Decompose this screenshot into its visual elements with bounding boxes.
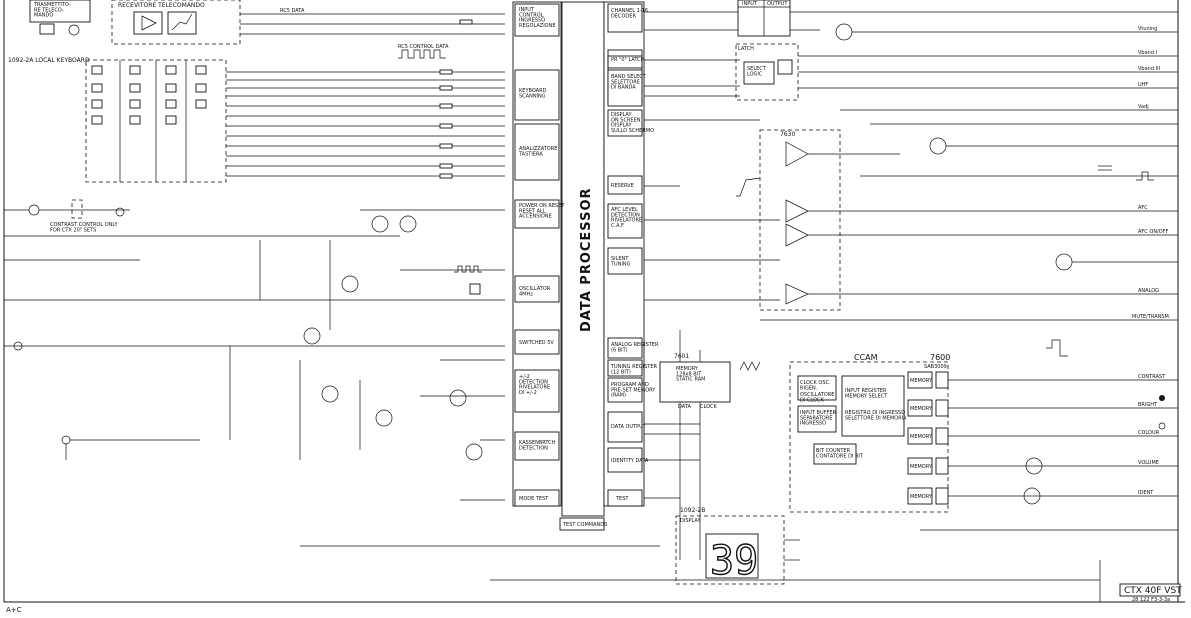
svg-text:OUTPUT: OUTPUT — [767, 1, 788, 7]
processor-output-wires — [644, 11, 1178, 499]
switch-kassenbruch — [61, 435, 200, 460]
svg-text:DATA: DATA — [678, 404, 691, 410]
svg-text:RECEVITORE TELECOMANDO: RECEVITORE TELECOMANDO — [118, 2, 205, 9]
svg-text:7630: 7630 — [780, 131, 795, 138]
right-signal-labels: Vtuning Vband I Vband III UHF Vadj AFC A… — [1132, 26, 1171, 496]
svg-text:CLOCK: CLOCK — [700, 404, 718, 410]
svg-text:MEMORY: MEMORY — [910, 406, 933, 412]
block-identity-data: IDENTITY DATA — [611, 458, 649, 464]
svg-text:CLOCK OSC.RIGEN.: CLOCK OSC.RIGEN. — [800, 380, 831, 391]
svg-text:RC5 CONTROL DATA: RC5 CONTROL DATA — [398, 44, 449, 50]
svg-text:Vadj: Vadj — [1138, 104, 1149, 110]
svg-text:MEMORY: MEMORY — [910, 464, 933, 470]
svg-text:1092-2B: 1092-2B — [680, 507, 705, 514]
title-block-text: CTX 40F VST — [1124, 586, 1182, 596]
local-keyboard: 1092-2A LOCAL KEYBOARD — [8, 57, 505, 183]
transmitter-block: TRASMETTITO-RE TELECO-MANDO — [29, 0, 91, 36]
svg-text:MEMORY: MEMORY — [910, 434, 933, 440]
display-module: 1092-2B DISPLAY 39 — [675, 507, 800, 585]
svg-text:Vband I: Vband I — [1138, 50, 1157, 56]
svg-text:28 122 F3-3-3a: 28 122 F3-3-3a — [1132, 597, 1170, 603]
block-test: TEST — [615, 496, 629, 502]
ccam-7600: CCAM 7600 SAB3009 CLOCK OSC.RIGEN. OSCIL… — [789, 339, 1178, 513]
svg-text:Vtuning: Vtuning — [1138, 26, 1157, 32]
corner-label: A+C — [6, 606, 22, 614]
svg-text:RC5 DATA: RC5 DATA — [280, 8, 305, 14]
block-pr-latch: PR "0" LATCH — [611, 57, 645, 63]
svg-text:INPUT: INPUT — [742, 1, 758, 7]
svg-text:MEMORY: MEMORY — [910, 494, 933, 500]
svg-text:COLOUR: COLOUR — [1138, 430, 1160, 436]
block-reserve: RESERVE — [611, 183, 634, 189]
power-on-reset-circuit — [229, 209, 505, 501]
display-digits: 39 — [710, 538, 758, 584]
svg-text:TRASMETTITO-RE TELECO-MANDO: TRASMETTITO-RE TELECO-MANDO — [33, 2, 71, 19]
svg-text:MEMORY: MEMORY — [910, 378, 933, 384]
block-analog-register: ANALOG REGISTER(6 BIT) — [611, 342, 659, 353]
svg-text:IDENT: IDENT — [1138, 490, 1154, 496]
title-block: CTX 40F VST 28 122 F3-3-3a A+C — [6, 583, 1182, 614]
resistor-array — [439, 19, 473, 179]
svg-text:LATCH: LATCH — [738, 46, 754, 52]
block-tuning-register: TUNING REGISTER(12 BIT) — [610, 364, 658, 375]
block-switched-5v: SWITCHED 5V — [519, 340, 554, 346]
svg-text:7600: 7600 — [930, 353, 950, 362]
svg-text:AFC ON/OFF: AFC ON/OFF — [1138, 229, 1169, 235]
svg-text:Vband III: Vband III — [1138, 66, 1160, 72]
band-switch-transistors — [835, 23, 1178, 505]
svg-text:CCAM: CCAM — [854, 353, 878, 362]
rc5-waveform: RC5 CONTROL DATA — [398, 44, 449, 59]
svg-text:7601: 7601 — [674, 353, 689, 360]
receiver-block: RECEVITORE TELECOMANDO RC5 DATA — [111, 0, 505, 45]
svg-text:AFC: AFC — [1138, 205, 1148, 211]
svg-text:ANALOG: ANALOG — [1138, 288, 1159, 294]
svg-text:CONTRAST: CONTRAST — [1138, 374, 1166, 380]
block-mode-test: MODE TEST — [519, 496, 549, 502]
bottom-wires — [300, 529, 1178, 602]
block-data-output: DATA OUTPUT — [611, 424, 647, 430]
svg-text:SAB3009: SAB3009 — [924, 364, 947, 370]
svg-text:1092-2A LOCAL KEYBOARD: 1092-2A LOCAL KEYBOARD — [8, 57, 90, 64]
svg-text:UHF: UHF — [1138, 82, 1148, 88]
block-test-commands: TEST COMMANDS — [562, 522, 607, 528]
oscillator-waveform — [454, 265, 482, 295]
svg-text:DISPLAY: DISPLAY — [680, 518, 701, 524]
data-processor-title: DATA PROCESSOR — [579, 187, 594, 332]
comparator-lm339: 7630 — [736, 129, 1178, 311]
svg-text:VOLUME: VOLUME — [1138, 460, 1159, 466]
svg-text:BRIGHT: BRIGHT — [1138, 402, 1158, 408]
truth-table: INPUT OUTPUT — [737, 0, 791, 37]
svg-text:MUTE/TRANSM.: MUTE/TRANSM. — [1132, 314, 1171, 320]
